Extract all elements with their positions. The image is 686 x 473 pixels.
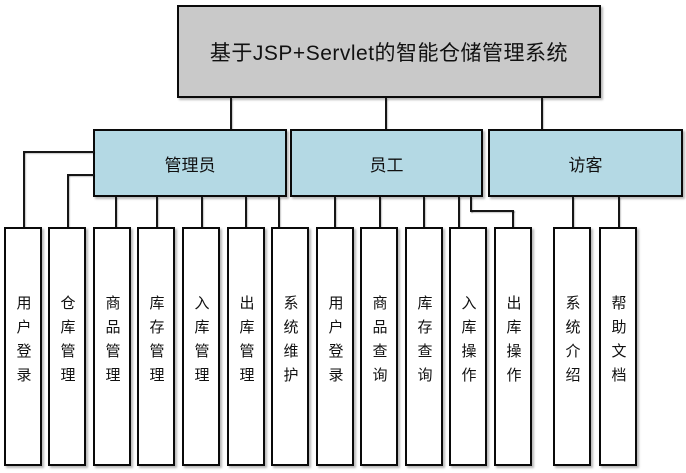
connector-root-admin [230, 98, 232, 130]
connector-admin-outbound [245, 197, 247, 227]
leaf-inventory-query: 库存查询 [405, 227, 443, 466]
group-label-visitor: 访客 [568, 155, 603, 175]
leaf-label: 用户登录 [326, 294, 344, 391]
leaf-label: 出库管理 [237, 294, 255, 391]
connector-admin-goods [115, 197, 117, 227]
leaf-label: 帮助文档 [609, 294, 627, 391]
leaf-outbound-operation: 出库操作 [494, 227, 532, 466]
connector-staff-inboundop [458, 197, 460, 227]
leaf-label: 商品管理 [103, 294, 121, 391]
connector-root-visitor [541, 98, 543, 130]
leaf-label: 库存查询 [415, 294, 433, 391]
leaf-inventory-management: 库存管理 [137, 227, 175, 466]
connector-root-staff [385, 98, 387, 130]
leaf-system-maintenance: 系统维护 [271, 227, 309, 466]
root-node: 基于JSP+Servlet的智能仓储管理系统 [177, 5, 601, 98]
leaf-label: 库存管理 [147, 294, 165, 391]
connector-staff-goodsquery [379, 197, 381, 227]
root-title: 基于JSP+Servlet的智能仓储管理系统 [209, 41, 569, 65]
group-label-staff: 员工 [369, 155, 404, 175]
leaf-goods-query: 商品查询 [360, 227, 398, 466]
leaf-user-login-staff: 用户登录 [316, 227, 354, 466]
leaf-outbound-management: 出库管理 [227, 227, 265, 466]
connector-staff-outboundop-h [470, 210, 514, 212]
connector-admin-userlogin-h [23, 151, 94, 153]
leaf-warehouse-management: 仓库管理 [48, 227, 86, 466]
connector-admin-inventory [156, 197, 158, 227]
leaf-inbound-operation: 入库操作 [449, 227, 487, 466]
leaf-label: 入库操作 [459, 294, 477, 391]
connector-staff-inventoryquery [423, 197, 425, 227]
connector-admin-warehouse-v [67, 174, 69, 227]
leaf-label: 商品查询 [370, 294, 388, 391]
group-node-visitor: 访客 [488, 129, 683, 197]
group-node-admin: 管理员 [93, 129, 287, 197]
leaf-goods-management: 商品管理 [93, 227, 131, 466]
connector-visitor-help [618, 197, 620, 227]
leaf-label: 系统介绍 [563, 294, 581, 391]
leaf-label: 仓库管理 [58, 294, 76, 391]
connector-admin-warehouse-h [67, 174, 94, 176]
connector-staff-outboundop-v2 [512, 210, 514, 227]
connector-admin-maintenance [278, 197, 280, 227]
leaf-inbound-management: 入库管理 [182, 227, 220, 466]
connector-admin-userlogin-v [23, 151, 25, 227]
leaf-label: 入库管理 [192, 294, 210, 391]
connector-staff-outboundop-v1 [470, 197, 472, 212]
leaf-label: 用户登录 [14, 294, 32, 391]
leaf-help-documentation: 帮助文档 [599, 227, 637, 466]
group-label-admin: 管理员 [164, 155, 216, 175]
group-node-staff: 员工 [290, 129, 483, 197]
connector-staff-userlogin [334, 197, 336, 227]
leaf-user-login-admin: 用户登录 [4, 227, 42, 466]
leaf-system-introduction: 系统介绍 [553, 227, 591, 466]
leaf-label: 系统维护 [281, 294, 299, 391]
leaf-label: 出库操作 [504, 294, 522, 391]
connector-admin-inbound [201, 197, 203, 227]
connector-visitor-intro [572, 197, 574, 227]
